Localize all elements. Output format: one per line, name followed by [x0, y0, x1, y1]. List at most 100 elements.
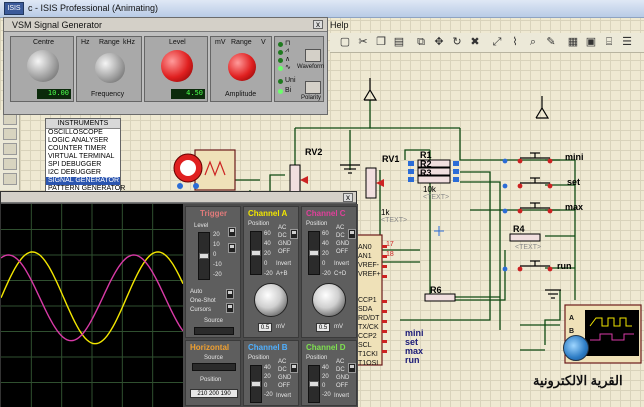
frequency-panel: Range Hz kHz Frequency — [76, 36, 142, 102]
probe-channel-label: A — [569, 315, 575, 322]
component-label-rv1[interactable]: RV1 — [382, 154, 400, 164]
waveform-radio-square[interactable] — [278, 42, 283, 47]
button-label-set: set — [567, 177, 581, 187]
component-label-r1[interactable]: R1 — [420, 150, 432, 160]
component-label-r3[interactable]: R3 — [420, 168, 432, 178]
component-label-r4[interactable]: R4 — [513, 224, 525, 234]
wire-autorouter-icon[interactable]: ⌇ — [512, 36, 518, 48]
component-label-r2[interactable]: R2 — [420, 159, 432, 169]
horizontal-source-slider[interactable] — [192, 363, 236, 371]
list-item[interactable]: I2C DEBUGGER — [48, 169, 101, 176]
wire-label-mode-icon[interactable] — [3, 158, 17, 170]
slider-thumb[interactable] — [309, 381, 319, 387]
oscilloscope-titlebar[interactable] — [1, 192, 356, 203]
block-copy-icon[interactable]: ⧉ — [417, 36, 425, 48]
trigger-caption: Trigger — [200, 209, 228, 218]
net-label-set: set — [405, 337, 419, 347]
mcu-pin-label: VREF- — [358, 262, 379, 269]
cut-icon[interactable]: ✂ — [358, 36, 368, 48]
channel-b-position-slider[interactable] — [250, 365, 262, 403]
list-item[interactable]: SPI DEBUGGER — [48, 161, 102, 168]
horizontal-position-display[interactable]: 210 200 190 — [190, 389, 238, 398]
copy-icon[interactable]: ❐ — [376, 36, 386, 48]
menu-item-help[interactable]: Help — [330, 20, 349, 30]
trigger-auto-switch[interactable] — [226, 289, 234, 299]
pick-icon[interactable]: ⤢ — [492, 36, 502, 48]
junction-mode-icon[interactable] — [3, 143, 17, 155]
value-label: 1k — [381, 208, 390, 217]
oscilloscope-window[interactable]: x Trigger Level 20 10 0 -10 -20 Auto One… — [0, 191, 358, 407]
horizontal-section: Horizontal Source Position 210 200 190 — [185, 340, 241, 406]
list-item[interactable]: COUNTER TIMER — [48, 145, 107, 152]
property-tool-icon[interactable]: ✎ — [546, 36, 556, 48]
scale-label: 0 — [322, 261, 326, 267]
new-sheet-icon[interactable]: ▣ — [585, 36, 597, 48]
slider-thumb[interactable] — [251, 250, 261, 256]
channel-c-position-slider[interactable] — [308, 231, 320, 275]
search-icon[interactable]: ⌕ — [529, 36, 537, 48]
list-item[interactable]: LOGIC ANALYSER — [48, 137, 109, 144]
new-page-icon[interactable]: ▢ — [339, 36, 351, 48]
bill-of-materials-icon[interactable]: ☰ — [622, 36, 632, 48]
slider-thumb[interactable] — [251, 381, 261, 387]
component-mode-icon[interactable] — [3, 128, 17, 140]
waveform-radio-saw[interactable] — [278, 50, 283, 55]
slider-thumb[interactable] — [309, 250, 319, 256]
app-titlebar[interactable]: ISIS c - ISIS Professional (Animating) — [0, 0, 644, 18]
block-delete-icon[interactable]: ✖ — [470, 36, 480, 48]
polarity-button[interactable] — [305, 81, 321, 94]
level-panel: Level 4.50 — [144, 36, 208, 102]
list-item-selected[interactable]: SIGNAL GENERATOR — [46, 177, 120, 185]
block-rotate-icon[interactable]: ↻ — [452, 36, 462, 48]
close-icon[interactable]: x — [343, 193, 353, 202]
channel-a-volts-knob[interactable] — [254, 283, 288, 317]
channel-a-position-slider[interactable] — [250, 231, 262, 275]
amplitude-range-knob[interactable] — [228, 53, 256, 81]
mcu-pin-label: CCP2 — [358, 333, 377, 340]
mcu-pin-label: VREF+ — [358, 271, 381, 278]
channel-a-coupling-switch[interactable] — [290, 229, 298, 239]
waveform-button[interactable] — [305, 49, 321, 62]
list-item[interactable]: PATTERN GENERATOR — [48, 185, 126, 192]
scale-label: 40 — [322, 241, 329, 247]
polarity-radio-uni[interactable] — [278, 79, 283, 84]
instruments-header: INSTRUMENTS — [46, 119, 120, 129]
mcu-pin-label: AN0 — [358, 244, 372, 251]
coupling-off-label: OFF — [278, 249, 290, 255]
instruments-list[interactable]: INSTRUMENTS OSCILLOSCOPE LOGIC ANALYSER … — [45, 118, 126, 194]
frequency-range-knob[interactable] — [95, 53, 125, 83]
channel-b-coupling-switch[interactable] — [290, 363, 298, 373]
waveform-radio-sine[interactable] — [278, 66, 283, 71]
polarity-radio-bi[interactable] — [278, 89, 283, 94]
waveform-radio-triangle[interactable] — [278, 58, 283, 63]
channel-d-coupling-switch[interactable] — [348, 363, 356, 373]
trigger-level-slider[interactable] — [198, 232, 210, 280]
trigger-source-slider[interactable] — [194, 327, 234, 335]
level-knob[interactable] — [161, 50, 193, 82]
component-label-rv2[interactable]: RV2 — [305, 147, 323, 157]
text-placeholder: <TEXT> — [423, 194, 450, 201]
trigger-ac-dc-switch[interactable] — [228, 227, 236, 237]
scale-label: 20 — [322, 374, 329, 380]
scale-label: 20 — [213, 232, 220, 238]
design-explorer-icon[interactable]: ▦ — [567, 36, 579, 48]
channel-c-volts-knob[interactable] — [312, 283, 346, 317]
instruments-mode-icon[interactable] — [3, 173, 17, 185]
channel-d-section: Channel D Position 40 20 0 -20 AC DC GND… — [301, 340, 357, 406]
paste-icon[interactable]: ▤ — [393, 36, 405, 48]
trigger-edge-switch[interactable] — [228, 243, 236, 253]
slider-thumb[interactable] — [199, 253, 209, 259]
trigger-cursors-switch[interactable] — [226, 303, 234, 313]
trigger-auto-label: Auto — [190, 289, 203, 295]
component-label-r6[interactable]: R6 — [430, 285, 442, 295]
channel-a-section: Channel A Position 60 40 20 0 -20 AC DC … — [243, 206, 299, 338]
signal-generator-window[interactable]: VSM Signal Generator x Centre 10.00 Rang… — [3, 17, 328, 115]
list-item[interactable]: OSCILLOSCOPE — [48, 129, 103, 136]
centre-knob[interactable] — [27, 50, 59, 82]
close-icon[interactable]: x — [313, 20, 323, 29]
channel-d-position-slider[interactable] — [308, 365, 320, 403]
netlist-icon[interactable]: ⌸ — [605, 36, 613, 48]
channel-c-coupling-switch[interactable] — [348, 229, 356, 239]
list-item[interactable]: VIRTUAL TERMINAL — [48, 153, 115, 160]
block-move-icon[interactable]: ✥ — [434, 36, 444, 48]
